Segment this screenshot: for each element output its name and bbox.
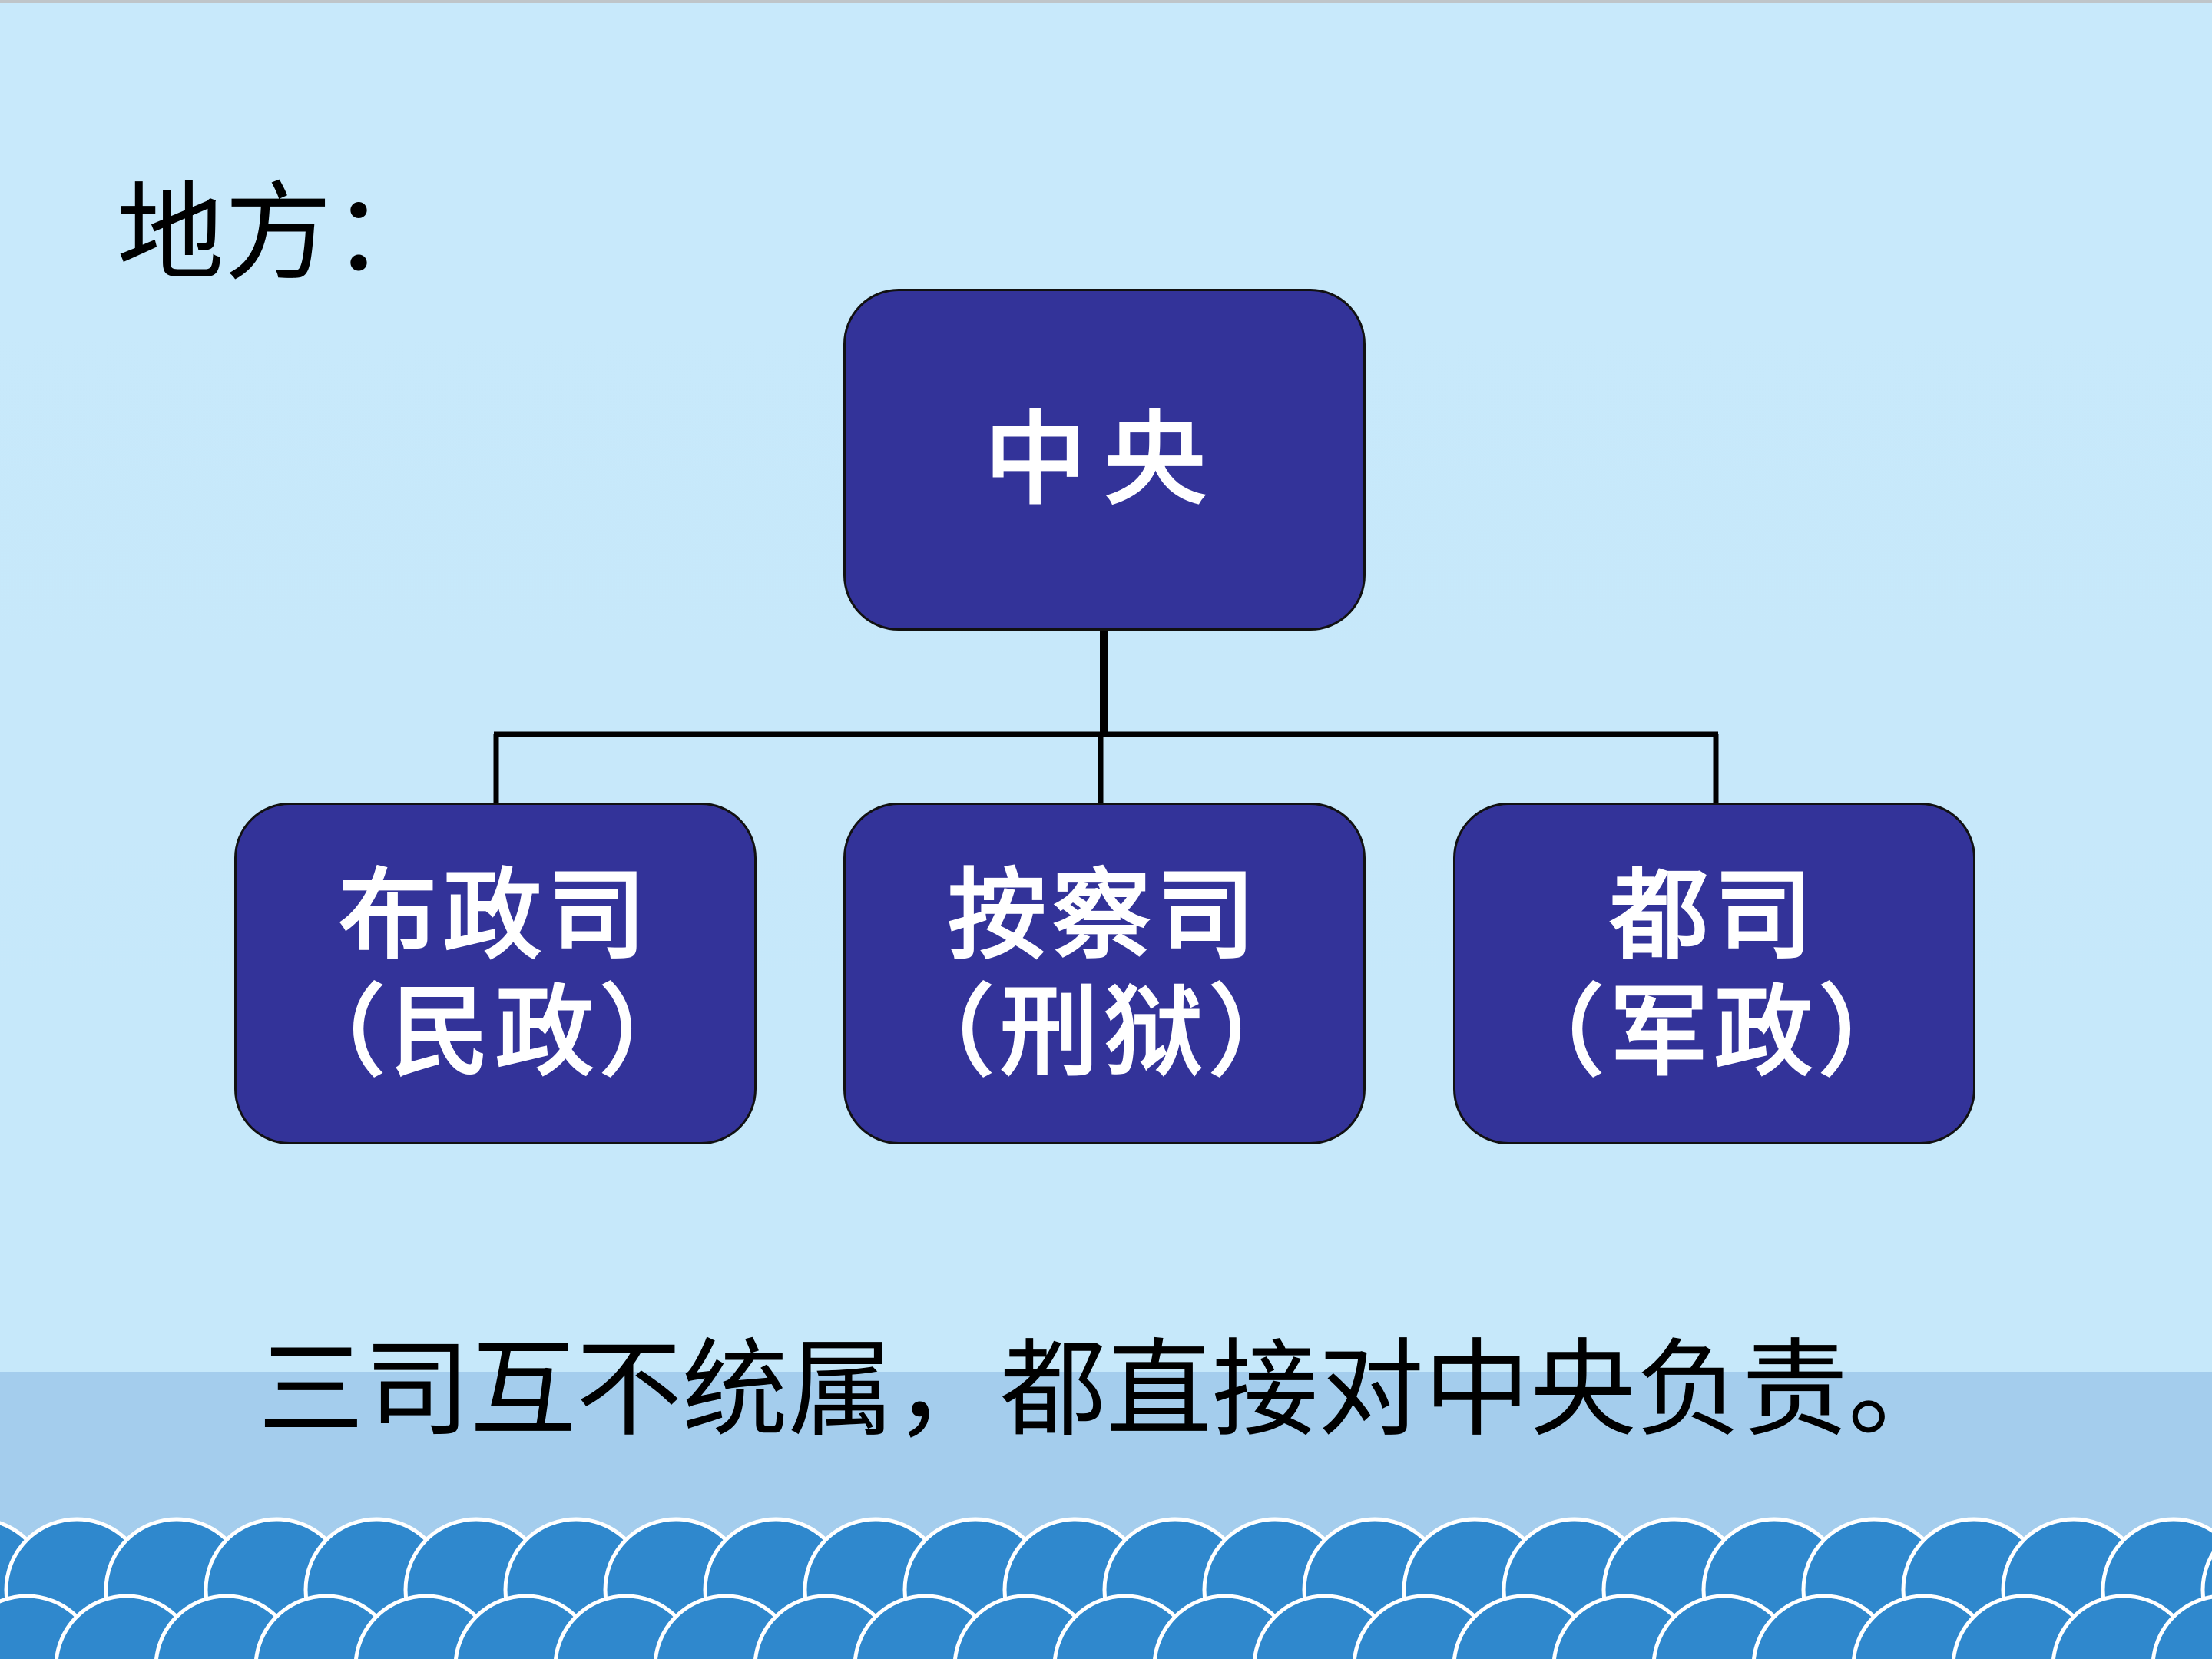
node-dusi: 都司 （军政）	[1453, 803, 1975, 1144]
node-anchasi-role: （刑狱）	[895, 974, 1313, 1090]
node-buzhengsi: 布政司 （民政）	[234, 803, 757, 1144]
top-rule	[0, 0, 2212, 3]
node-dusi-name: 都司	[1609, 857, 1819, 973]
summary-text: 三司互不统属，都直接对中央负责。	[257, 1328, 1954, 1452]
node-buzhengsi-name: 布政司	[338, 857, 652, 973]
node-anchasi-name: 按察司	[947, 857, 1261, 973]
node-central: 中央	[843, 289, 1366, 631]
slide-heading: 地方：	[117, 171, 440, 296]
wave-decoration	[0, 1517, 2212, 1659]
node-buzhengsi-role: （民政）	[286, 974, 704, 1090]
node-dusi-role: （军政）	[1505, 974, 1923, 1090]
node-central-label: 中央	[985, 399, 1224, 519]
node-anchasi: 按察司 （刑狱）	[843, 803, 1366, 1144]
wave-scallop	[2151, 1594, 2212, 1659]
